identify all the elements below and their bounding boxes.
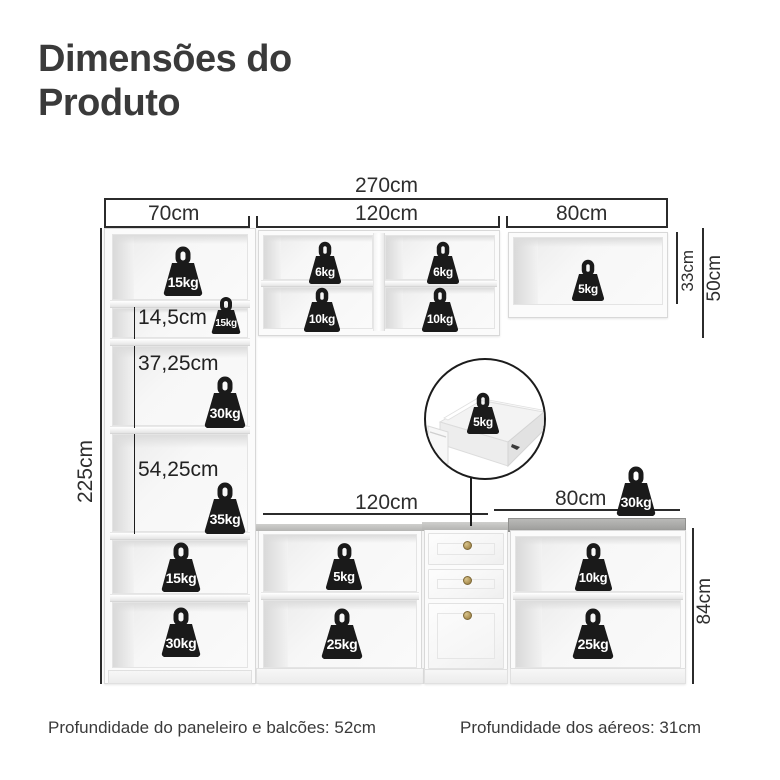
dim-tick-total-left <box>104 198 106 220</box>
dim-line-shelf-b <box>134 346 135 428</box>
weight-badge-upper-center-bl: 10kg <box>298 287 346 333</box>
dim-label-shelf-c: 54,25cm <box>138 458 219 481</box>
dim-label-center-width: 120cm <box>355 202 419 225</box>
dim-tick-right-a <box>506 216 508 228</box>
dim-label-lower-center-width: 120cm <box>355 491 419 514</box>
tall-cabinet-shelf-2 <box>110 338 250 346</box>
upper-center-divider <box>373 233 385 331</box>
dim-tick-center-b <box>498 216 500 228</box>
tall-cabinet-shelf-5 <box>110 594 250 602</box>
weight-badge-base-left-bottom: 30kg <box>155 607 207 658</box>
dim-line-left-width <box>104 226 250 228</box>
dim-line-lower-center-width <box>263 513 488 515</box>
dim-label-total-height: 225cm <box>74 440 97 504</box>
weight-badge-upper-center-br: 10kg <box>416 287 464 333</box>
weight-badge-base-right-bottom: 25kg <box>566 608 620 660</box>
dim-tick-right-b <box>666 216 668 228</box>
weight-badge-tall-shelf-small: 15kg <box>207 297 245 335</box>
dim-label-upper-inner-height: 33cm <box>678 250 697 292</box>
callout-leader-line <box>470 470 472 526</box>
dim-tick-left-a <box>104 216 106 228</box>
drawer-top-knob-icon[interactable] <box>463 541 472 550</box>
tall-cabinet-shelf-4 <box>110 532 250 540</box>
dim-line-lower-right-width <box>494 509 680 511</box>
weight-badge-base-center-top: 5kg <box>320 543 368 591</box>
weight-badge-tall-mid: 30kg <box>198 376 252 429</box>
dim-line-total-height <box>100 228 102 684</box>
caption-depth-upper: Profundidade dos aéreos: 31cm <box>460 718 701 737</box>
drawer-middle[interactable] <box>428 569 504 599</box>
dim-line-upper-inner-height <box>676 232 678 304</box>
dim-line-shelf-a <box>134 307 135 339</box>
dim-label-right-width: 80cm <box>556 202 608 225</box>
caption-depth-base: Profundidade do paneleiro e balcões: 52c… <box>48 718 376 737</box>
page-title: Dimensões do Produto <box>38 38 292 124</box>
dim-tick-total-right <box>666 198 668 220</box>
base-center-plinth <box>256 668 424 684</box>
dim-line-center-width <box>256 226 500 228</box>
weight-badge-upper-right: 5kg <box>567 259 609 302</box>
drawer-unit-plinth <box>424 669 508 684</box>
weight-badge-tall-top: 15kg <box>157 246 209 297</box>
dim-label-left-width: 70cm <box>148 202 200 225</box>
dim-line-upper-outer-height <box>702 228 704 338</box>
tall-cabinet-plinth <box>108 670 252 684</box>
drawer-middle-knob-icon[interactable] <box>463 576 472 585</box>
dim-tick-left-b <box>248 216 250 228</box>
weight-badge-base-right-top: 10kg <box>568 543 618 592</box>
drawer-unit-door-knob-icon[interactable] <box>463 611 472 620</box>
base-right-shelf <box>513 592 683 600</box>
dim-line-right-width <box>506 226 668 228</box>
dim-label-upper-outer-height: 50cm <box>704 255 725 302</box>
drawer-unit-door-inset <box>437 613 495 659</box>
base-right-plinth <box>510 668 686 684</box>
weight-badge-base-left-top: 15kg <box>155 542 207 593</box>
tall-cabinet-shelf-1 <box>110 300 250 308</box>
dim-label-base-height: 84cm <box>694 578 715 625</box>
dim-tick-center-a <box>256 216 258 228</box>
drawer-top[interactable] <box>428 533 504 565</box>
weight-badge-base-center-bottom: 25kg <box>315 608 369 660</box>
dim-line-total-width <box>104 198 668 200</box>
weight-badge-counter-right: 30kg <box>610 466 662 517</box>
dim-label-shelf-a: 14,5cm <box>138 306 207 329</box>
dim-line-shelf-c <box>134 434 135 534</box>
dim-label-lower-right-width: 80cm <box>555 487 607 510</box>
weight-badge-tall-low: 35kg <box>198 482 252 535</box>
dim-label-shelf-b: 37,25cm <box>138 352 219 375</box>
weight-badge-upper-center-tr: 6kg <box>421 241 465 285</box>
weight-badge-upper-center-tl: 6kg <box>303 241 347 285</box>
base-center-counter-edge <box>256 524 424 531</box>
tall-cabinet-shelf-3 <box>110 426 250 434</box>
drawer-unit-counter-edge <box>422 522 510 530</box>
dim-line-base-height <box>692 528 694 684</box>
weight-badge-drawer-callout: 5kg <box>462 392 504 435</box>
dim-label-total-width: 270cm <box>355 174 419 197</box>
drawer-unit-door[interactable] <box>428 603 504 669</box>
base-center-shelf <box>261 592 419 600</box>
